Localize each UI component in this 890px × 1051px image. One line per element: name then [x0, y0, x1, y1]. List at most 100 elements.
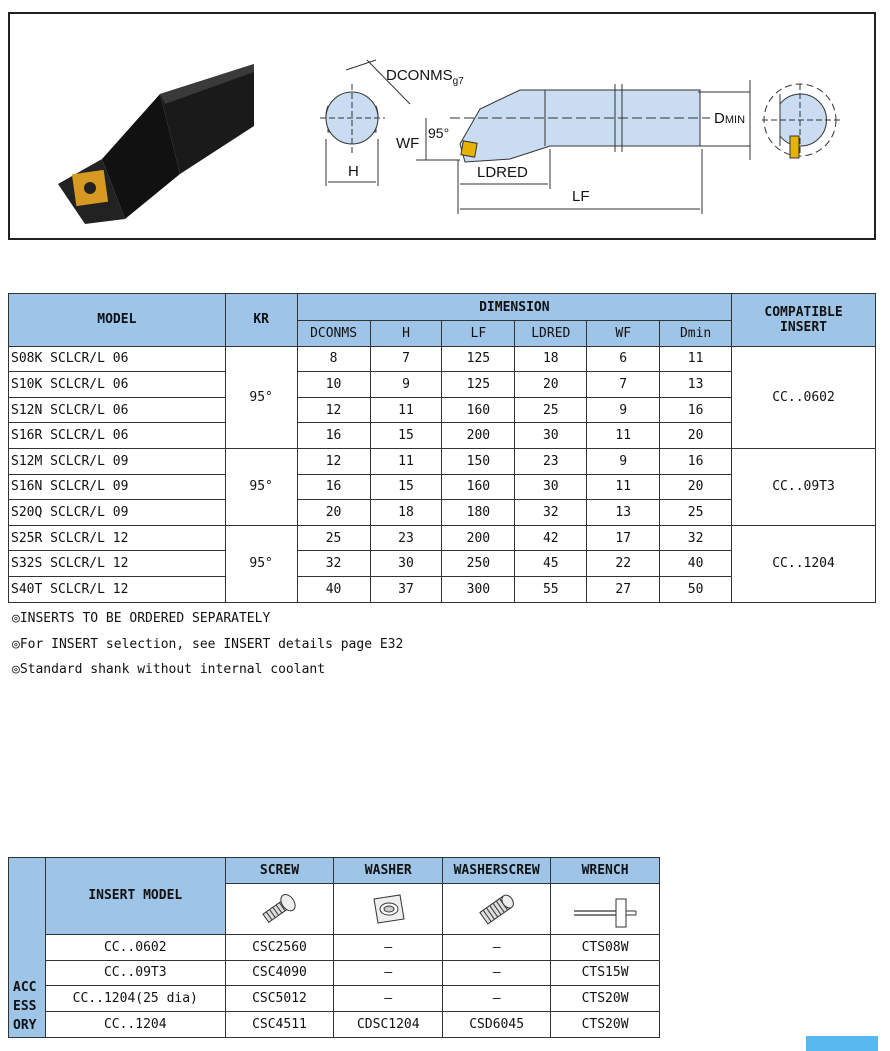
header-washerscrew: WASHERSCREW	[442, 857, 552, 884]
ldred-label: LDRED	[477, 164, 528, 181]
screw-cell: CSC4511	[224, 1011, 335, 1038]
model-cell: S10K SCLCR/L 06	[8, 371, 226, 398]
header-screw: SCREW	[224, 857, 335, 884]
dmin-cell: 32	[659, 524, 733, 552]
h-label: H	[348, 163, 359, 180]
header-kr: KR	[224, 293, 298, 347]
washer-cell: —	[333, 985, 444, 1013]
model-cell: S25R SCLCR/L 12	[8, 524, 226, 552]
header-wf: WF	[586, 320, 661, 347]
shank-section-view	[320, 59, 411, 186]
screw-icon	[224, 882, 335, 935]
table-row: S10K SCLCR/L 06 10 9 125 20 7 13	[8, 371, 876, 398]
dconms-cell: 16	[296, 473, 371, 501]
tool-illustration-frame: DCONMSg7 H WF 95° LDRED LF DMIN	[8, 12, 876, 240]
screw-cell: CSC5012	[224, 985, 335, 1013]
h-cell: 11	[369, 447, 443, 475]
boring-bar-photo	[58, 64, 254, 224]
header-washer: WASHER	[333, 857, 444, 884]
tool-end-view	[762, 83, 840, 159]
ldred-cell: 42	[514, 524, 588, 552]
model-cell: S40T SCLCR/L 12	[8, 575, 226, 603]
washer-cell: —	[333, 933, 444, 961]
insert-model-cell: CC..0602	[44, 933, 226, 961]
table-row: S12N SCLCR/L 06 12 11 160 25 9 16	[8, 396, 876, 424]
table-row: CC..09T3 CSC4090 — — CTS15W	[9, 959, 660, 987]
ldred-cell: 30	[514, 473, 588, 501]
dconms-cell: 32	[296, 550, 371, 577]
dconms-cell: 12	[296, 447, 371, 475]
dmin-cell: 25	[659, 499, 733, 526]
model-cell: S16N SCLCR/L 09	[8, 473, 226, 501]
screw-cell: CSC2560	[224, 933, 335, 961]
wrench-cell: CTS15W	[550, 959, 660, 987]
wf-cell: 6	[586, 345, 661, 373]
table-row: S08K SCLCR/L 06 95° 8 7 125 18 6 11 CC..…	[8, 345, 876, 449]
h-cell: 37	[369, 575, 443, 603]
dmin-cell: 20	[659, 473, 733, 501]
wf-cell: 17	[586, 524, 661, 552]
h-cell: 15	[369, 473, 443, 501]
dconms-cell: 40	[296, 575, 371, 603]
h-cell: 15	[369, 422, 443, 449]
wf-cell: 22	[586, 550, 661, 577]
table-row: S40T SCLCR/L 12 40 37 300 55 27 50	[8, 575, 876, 603]
header-dmin: Dmin	[659, 320, 733, 347]
header-insert-model: INSERT MODEL	[44, 857, 226, 935]
wrench-cell: CTS20W	[550, 985, 660, 1013]
ldred-cell: 55	[514, 575, 588, 603]
washerscrew-cell: —	[442, 959, 552, 987]
angle-label: 95°	[428, 125, 449, 141]
insert-model-cell: CC..09T3	[44, 959, 226, 987]
wf-cell: 11	[586, 422, 661, 449]
note-line: ◎Standard shank without internal coolant	[12, 662, 326, 677]
dmin-cell: 20	[659, 422, 733, 449]
lf-cell: 125	[441, 345, 516, 373]
table-row: CC..1204 CSC4511 CDSC1204 CSD6045 CTS20W	[9, 1011, 660, 1038]
kr-cell: 95°	[224, 524, 298, 603]
lf-cell: 200	[441, 524, 516, 552]
header-lf: LF	[441, 320, 516, 347]
screw-cell: CSC4090	[224, 959, 335, 987]
notes: ◎INSERTS TO BE ORDERED SEPARATELY ◎For I…	[12, 606, 403, 683]
note-line: ◎For INSERT selection, see INSERT detail…	[12, 636, 404, 652]
tool-side-view	[416, 80, 751, 214]
wrench-cell: CTS08W	[550, 933, 660, 961]
h-cell: 9	[369, 371, 443, 398]
dmin-cell: 16	[659, 447, 733, 475]
tool-drawing: DCONMSg7 H WF 95° LDRED LF DMIN	[58, 59, 840, 224]
washerscrew-cell: —	[442, 985, 552, 1013]
wf-cell: 13	[586, 499, 661, 526]
washerscrew-icon	[442, 882, 552, 935]
lf-cell: 160	[441, 396, 516, 424]
header-dimension: DIMENSION	[296, 293, 733, 321]
header-ldred: LDRED	[514, 320, 588, 347]
dmin-cell: 40	[659, 550, 733, 577]
table-row: S25R SCLCR/L 12 95° 25 23 200 42 17 32 C…	[8, 524, 876, 603]
ldred-cell: 18	[514, 345, 588, 373]
dmin-cell: 50	[659, 575, 733, 603]
wrench-icon	[550, 882, 660, 935]
dconms-cell: 20	[296, 499, 371, 526]
header-model: MODEL	[8, 293, 226, 347]
dmin-label: DMIN	[714, 110, 745, 127]
dmin-cell: 11	[659, 345, 733, 373]
wf-cell: 11	[586, 473, 661, 501]
lf-cell: 250	[441, 550, 516, 577]
dmin-cell: 13	[659, 371, 733, 398]
washer-cell: —	[333, 959, 444, 987]
header-dconms: DCONMS	[296, 320, 371, 347]
model-cell: S16R SCLCR/L 06	[8, 422, 226, 449]
insert-model-cell: CC..1204(25 dia)	[44, 985, 226, 1013]
lf-cell: 300	[441, 575, 516, 603]
note-line: ◎INSERTS TO BE ORDERED SEPARATELY	[12, 611, 271, 626]
h-cell: 7	[369, 345, 443, 373]
lf-cell: 160	[441, 473, 516, 501]
h-cell: 18	[369, 499, 443, 526]
model-cell: S20Q SCLCR/L 09	[8, 499, 226, 526]
wf-cell: 27	[586, 575, 661, 603]
lf-cell: 125	[441, 371, 516, 398]
ldred-cell: 30	[514, 422, 588, 449]
